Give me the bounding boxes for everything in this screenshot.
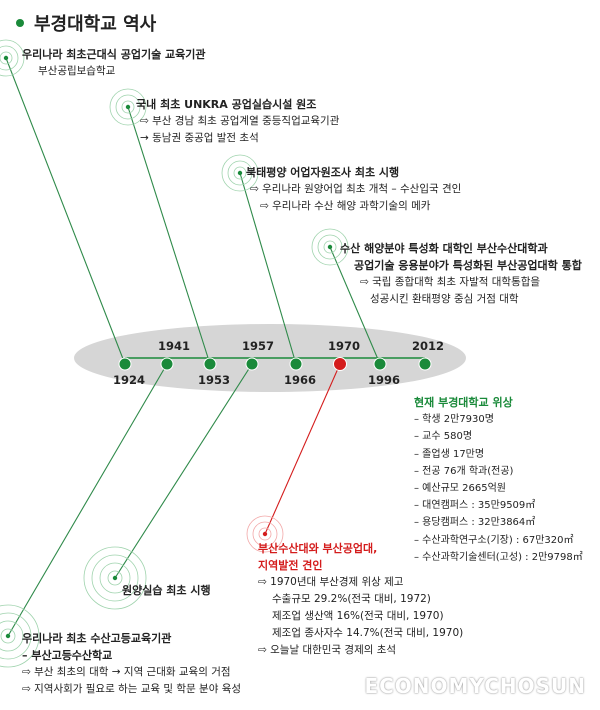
event-1996-detail-1: ⇨ 국립 종합대학 최초 자발적 대학통합을 (360, 276, 541, 288)
node-1966 (289, 357, 303, 371)
node-2012 (418, 357, 432, 371)
event-1953-title: 국내 최초 UNKRA 공업실습시설 원조 (136, 98, 317, 111)
event-1970-detail-2: 수출규모 29.2%(전국 대비, 1972) (272, 593, 431, 605)
current-status-item: – 졸업생 17만명 (414, 448, 485, 460)
year-label-1966: 1966 (284, 373, 317, 387)
node-1953 (203, 357, 217, 371)
ripple-1924 (0, 39, 25, 77)
title-block: 부경대학교 역사 (16, 10, 156, 36)
year-label-1924: 1924 (113, 373, 146, 387)
event-1996: 수산 해양분야 특성화 대학인 부산수산대학과 공업기술 응용분야가 특성화된 … (340, 240, 582, 308)
event-1996-title-2: 공업기술 응용분야가 특성화된 부산공업대학 통합 (354, 259, 582, 272)
connector-1941 (7, 363, 168, 637)
endpoint-dot-1924 (3, 55, 9, 61)
year-label-1970: 1970 (328, 339, 361, 353)
connector-1924 (5, 57, 126, 365)
event-1953-detail-1: ⇨ 부산 경남 최초 공업계열 중등직업교육기관 (140, 115, 340, 127)
ripple-1966 (221, 154, 259, 192)
year-label-1941: 1941 (158, 339, 191, 353)
endpoint-dot-1970 (262, 531, 268, 537)
event-1924: 우리나라 최초근대식 공업기술 교육기관 부산공립보습학교 (22, 46, 206, 80)
endpoint-dot-1953 (125, 104, 131, 110)
year-label-1953: 1953 (198, 373, 231, 387)
connector-1957 (114, 363, 253, 579)
ripple-1970 (246, 515, 284, 553)
event-1996-detail-2: 성공시킨 환태평양 중심 거점 대학 (370, 293, 519, 305)
current-status-item: – 수산과학기술센터(고성) : 2만9798㎡ (414, 551, 583, 563)
event-1941-detail-2: ⇨ 지역사회가 필요로 하는 교육 및 학문 분야 육성 (22, 683, 242, 695)
event-1941: 우리나라 최초 수산고등교육기관 – 부산고등수산학교 ⇨ 부산 최초의 대학 … (22, 630, 241, 698)
ripple-1941 (0, 604, 40, 668)
title-bullet-icon (16, 19, 24, 27)
event-1957: 원양실습 최초 시행 (122, 582, 211, 599)
event-1966: 북태평양 어업자원조사 최초 시행 ⇨ 우리나라 원양어업 최초 개척 – 수산… (246, 164, 461, 215)
event-1924-title: 우리나라 최초근대식 공업기술 교육기관 (22, 48, 206, 61)
node-1941 (160, 357, 174, 371)
endpoint-dot-1957 (112, 575, 118, 581)
current-status-block: 현재 부경대학교 위상 – 학생 2만7930명 – 교수 580명 – 졸업생… (414, 394, 583, 566)
event-1966-detail-1: ⇨ 우리나라 원양어업 최초 개척 – 수산입국 견인 (250, 183, 462, 195)
connector-1953 (127, 106, 211, 365)
year-label-1957: 1957 (242, 339, 275, 353)
event-1953: 국내 최초 UNKRA 공업실습시설 원조 ⇨ 부산 경남 최초 공업계열 중등… (136, 96, 339, 147)
event-1957-title: 원양실습 최초 시행 (122, 584, 211, 597)
year-label-2012: 2012 (412, 339, 445, 353)
event-1970-title-2: 지역발전 견인 (258, 559, 323, 572)
current-status-title: 현재 부경대학교 위상 (414, 396, 513, 409)
event-1966-detail-2: ⇨ 우리나라 수산 해양 과학기술의 메카 (260, 200, 431, 212)
event-1941-subtitle: – 부산고등수산학교 (22, 649, 113, 662)
year-label-1996: 1996 (368, 373, 401, 387)
event-1970-detail-4: 제조업 종사자수 14.7%(전국 대비, 1970) (272, 627, 464, 639)
watermark: ECONOMYCHOSUN (364, 674, 586, 698)
current-status-item: – 수산과학연구소(기장) : 67만320㎡ (414, 534, 574, 546)
endpoint-dot-1996 (327, 244, 333, 250)
current-status-item: – 용당캠퍼스 : 32만3864㎡ (414, 517, 536, 529)
event-1941-detail-1: ⇨ 부산 최초의 대학 → 지역 근대화 교육의 거점 (22, 666, 231, 678)
node-1924 (118, 357, 132, 371)
ripple-1953 (109, 88, 147, 126)
connector-1970 (264, 363, 341, 535)
endpoint-dot-1941 (5, 633, 11, 639)
current-status-item: – 학생 2만7930명 (414, 414, 494, 426)
event-1970-detail-1: ⇨ 1970년대 부산경제 위상 제고 (258, 576, 404, 588)
page-title: 부경대학교 역사 (34, 14, 157, 35)
event-1924-subtitle: 부산공립보습학교 (38, 65, 116, 77)
event-1996-title-1: 수산 해양분야 특성화 대학인 부산수산대학과 (340, 242, 548, 255)
connector-1996 (329, 246, 381, 365)
event-1970-title-1: 부산수산대와 부산공업대, (258, 542, 378, 555)
endpoint-dot-1966 (237, 170, 243, 176)
current-status-item: – 교수 580명 (414, 431, 473, 443)
current-status-item: – 대연캠퍼스 : 35만9509㎡ (414, 500, 536, 512)
ripple-1996 (311, 228, 349, 266)
current-status-item: – 예산규모 2665억원 (414, 483, 507, 495)
event-1970-detail-3: 제조업 생산액 16%(전국 대비, 1970) (272, 610, 444, 622)
event-1941-title: 우리나라 최초 수산고등교육기관 (22, 632, 172, 645)
event-1970-detail-5: ⇨ 오늘날 대한민국 경제의 초석 (258, 644, 397, 656)
node-1970 (333, 357, 347, 371)
node-1957 (245, 357, 259, 371)
current-status-item: – 전공 76개 학과(전공) (414, 465, 514, 477)
ripple-1957 (83, 546, 147, 610)
connector-1966 (239, 172, 297, 365)
node-1996 (373, 357, 387, 371)
event-1966-title: 북태평양 어업자원조사 최초 시행 (246, 166, 400, 179)
event-1953-detail-2: → 동남권 중공업 발전 초석 (140, 132, 259, 144)
event-1970: 부산수산대와 부산공업대, 지역발전 견인 ⇨ 1970년대 부산경제 위상 제… (258, 540, 463, 659)
